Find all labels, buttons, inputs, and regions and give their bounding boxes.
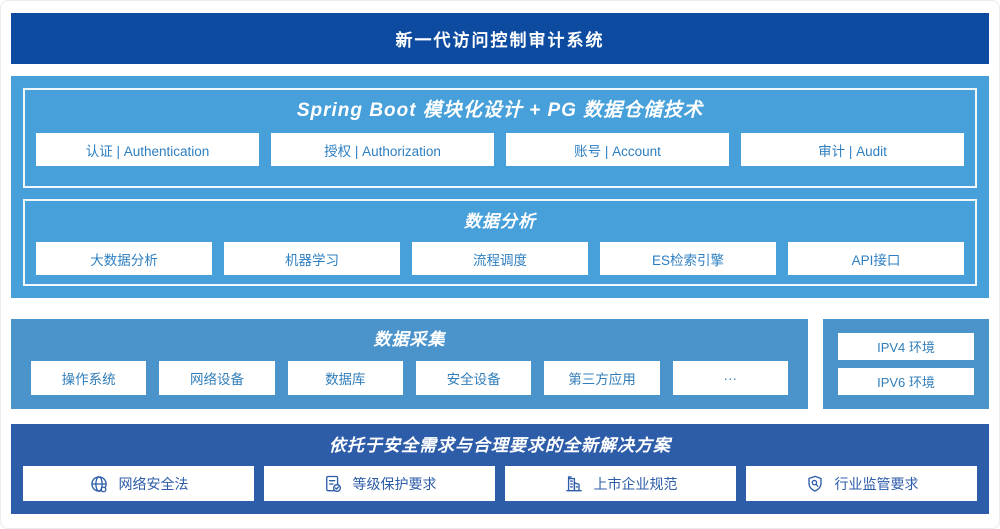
collection-section: 数据采集 操作系统 网络设备 数据库 安全设备 第三方应用 ··· (11, 319, 808, 409)
module-box-authentication: 认证 | Authentication (36, 133, 259, 166)
analysis-panel-title: 数据分析 (464, 212, 536, 231)
page-title-banner: 新一代访问控制审计系统 (11, 13, 989, 64)
analysis-panel: 数据分析 大数据分析 机器学习 流程调度 ES检索引擎 API接口 (23, 199, 977, 286)
source-box-more: ··· (672, 361, 788, 395)
solution-box-cybersecurity-law: 网络安全法 (23, 466, 254, 501)
solution-box-listed-company: 上市企业规范 (505, 466, 736, 501)
environment-section: IPV4 环境 IPV6 环境 (823, 319, 989, 409)
building-icon (564, 474, 584, 494)
source-box-security: 安全设备 (415, 361, 532, 395)
source-box-network: 网络设备 (159, 361, 275, 395)
shield-search-icon (805, 474, 825, 494)
analysis-module-row: 大数据分析 机器学习 流程调度 ES检索引擎 API接口 (36, 242, 964, 275)
solution-box-industry-regulation: 行业监管要求 (746, 466, 977, 501)
springboot-module-row: 认证 | Authentication 授权 | Authorization 账… (36, 133, 964, 166)
springboot-panel-title: Spring Boot 模块化设计 + PG 数据仓储技术 (296, 100, 704, 121)
env-box-ipv6: IPV6 环境 (838, 368, 974, 395)
solution-box-label: 网络安全法 (118, 475, 189, 492)
module-box-account: 账号 | Account (506, 133, 729, 166)
solution-section: 依托于安全需求与合理要求的全新解决方案 网络安全法 (11, 424, 989, 514)
platform-section: Spring Boot 模块化设计 + PG 数据仓储技术 认证 | Authe… (11, 76, 989, 298)
solution-item-row: 网络安全法 等级保护要求 (23, 466, 977, 501)
solution-box-label: 行业监管要求 (834, 475, 919, 492)
module-box-bigdata: 大数据分析 (36, 242, 212, 275)
collection-title: 数据采集 (373, 330, 446, 349)
doc-check-icon (323, 474, 343, 494)
source-box-thirdparty: 第三方应用 (544, 361, 660, 395)
globe-icon (89, 474, 109, 494)
source-box-os: 操作系统 (31, 361, 147, 395)
page-title: 新一代访问控制审计系统 (395, 31, 605, 50)
env-box-ipv4: IPV4 环境 (838, 333, 974, 360)
solution-box-level-protection: 等级保护要求 (264, 466, 495, 501)
module-box-audit: 审计 | Audit (741, 133, 964, 166)
solution-title: 依托于安全需求与合理要求的全新解决方案 (329, 436, 671, 455)
source-box-database: 数据库 (287, 361, 403, 395)
module-box-scheduler: 流程调度 (412, 242, 588, 275)
solution-box-label: 等级保护要求 (352, 475, 437, 492)
module-box-api: API接口 (788, 242, 964, 275)
module-box-authorization: 授权 | Authorization (271, 133, 494, 166)
middle-row: 数据采集 操作系统 网络设备 数据库 安全设备 第三方应用 ··· IPV4 环… (11, 319, 989, 409)
module-box-ml: 机器学习 (224, 242, 400, 275)
collection-source-row: 操作系统 网络设备 数据库 安全设备 第三方应用 ··· (31, 361, 788, 395)
module-box-es: ES检索引擎 (600, 242, 776, 275)
springboot-panel: Spring Boot 模块化设计 + PG 数据仓储技术 认证 | Authe… (23, 88, 977, 188)
solution-box-label: 上市企业规范 (593, 475, 678, 492)
